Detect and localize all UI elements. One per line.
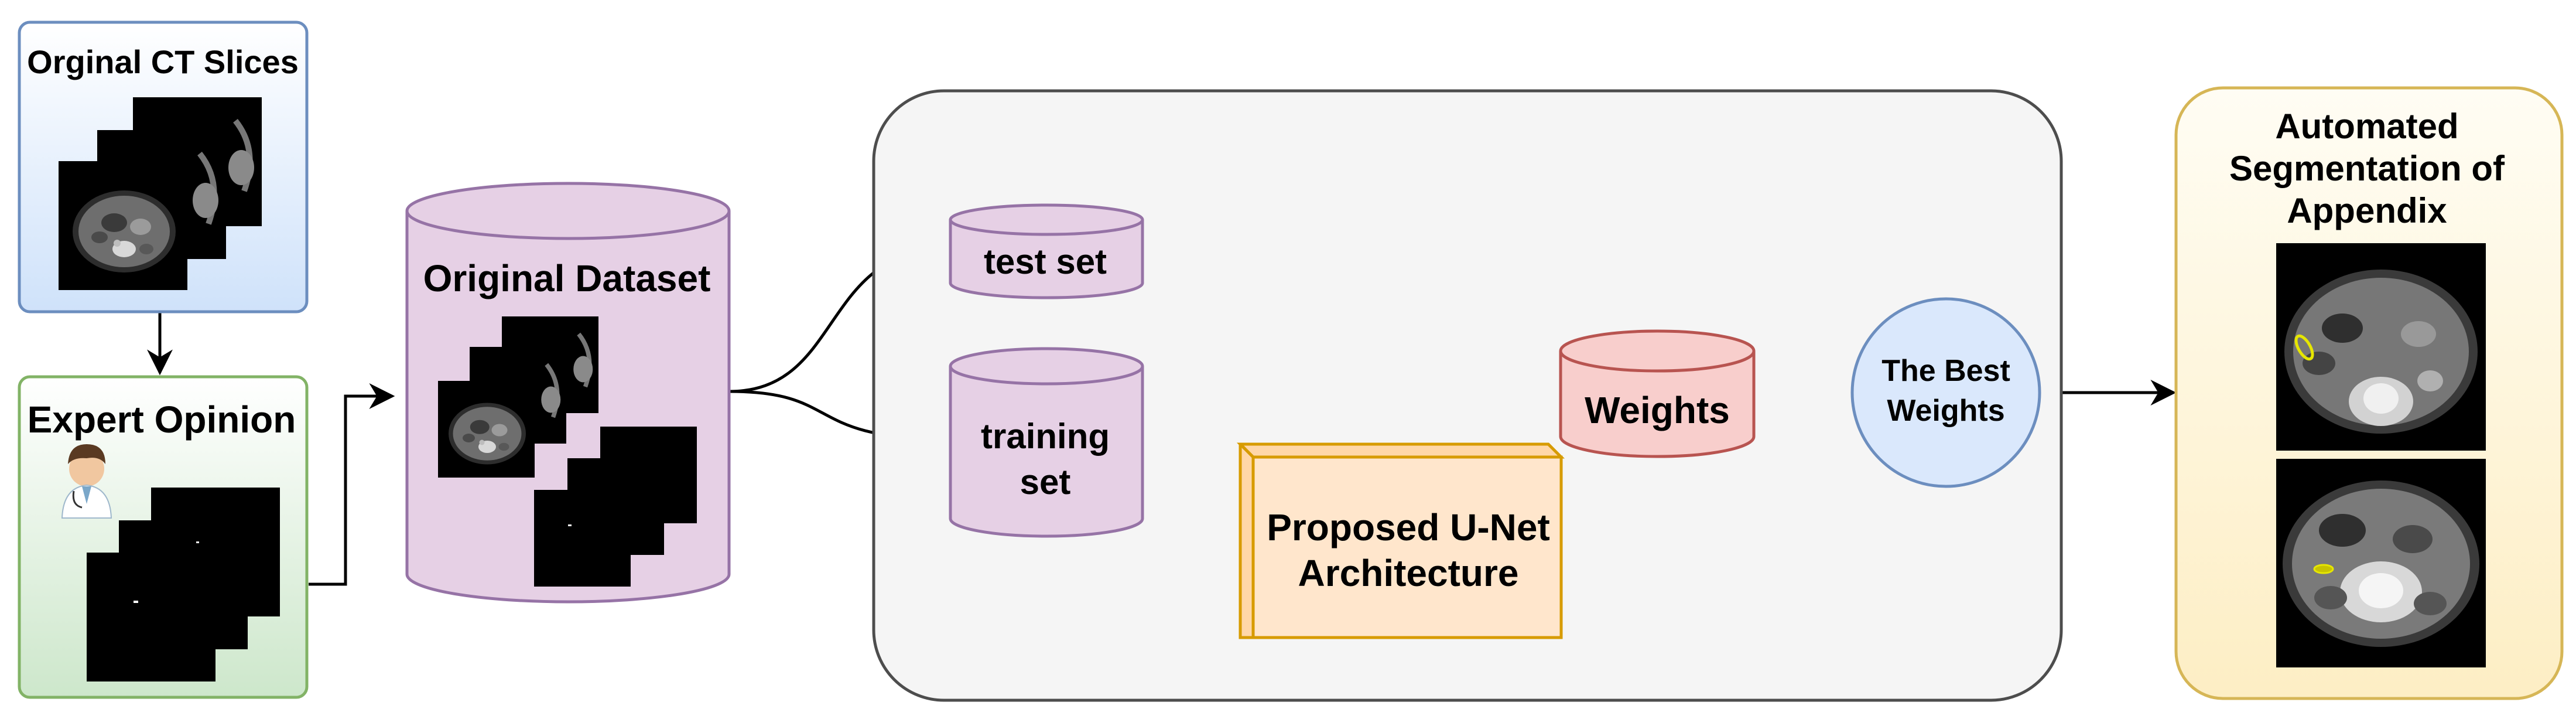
dataset-mask-stack-icon	[534, 427, 697, 587]
best-weights-label-line2: Weights	[1887, 394, 2004, 428]
weights-label: Weights	[1585, 389, 1730, 431]
doctor-avatar-icon	[61, 444, 112, 519]
appendix-highlight	[2313, 564, 2334, 574]
expert-opinion-box: Expert Opinion	[18, 375, 309, 699]
expert-opinion-title: Expert Opinion	[28, 398, 296, 441]
unet-label-line1: Proposed U-Net	[1267, 506, 1550, 548]
training-set-cylinder: training set	[949, 347, 1144, 538]
unet-architecture-box: Proposed U-Net Architecture	[1236, 442, 1565, 639]
best-weights-circle: The Best Weights	[1850, 297, 2041, 488]
arrow-expert-to-dataset	[309, 383, 395, 586]
best-weights-label-line1: The Best	[1881, 354, 2010, 388]
training-set-label-line2: set	[1020, 462, 1071, 502]
appendix-highlight	[2294, 334, 2314, 361]
unet-label-line2: Architecture	[1298, 552, 1519, 594]
automated-segmentation-box: Automated Segmentation of Appendix	[2174, 86, 2564, 700]
output-title-line2: Segmentation of	[2229, 149, 2505, 188]
ct-slices-title: Orginal CT Slices	[27, 43, 299, 80]
mask-stack-icon	[87, 488, 280, 681]
weights-cylinder: Weights	[1559, 329, 1756, 458]
test-set-label: test set	[984, 242, 1107, 281]
original-dataset-cylinder: Original Dataset	[405, 182, 731, 604]
original-dataset-title: Original Dataset	[423, 257, 711, 299]
training-container	[872, 89, 2063, 702]
output-title-line1: Automated	[2275, 107, 2458, 146]
ct-slices-box: Orginal CT Slices	[18, 21, 309, 314]
test-set-cylinder: test set	[949, 203, 1144, 299]
ct-segmentation-image-icon	[2276, 243, 2486, 451]
output-title-line3: Appendix	[2287, 191, 2447, 230]
training-set-label-line1: training	[981, 417, 1110, 456]
ct-segmentation-image-icon	[2276, 459, 2486, 667]
